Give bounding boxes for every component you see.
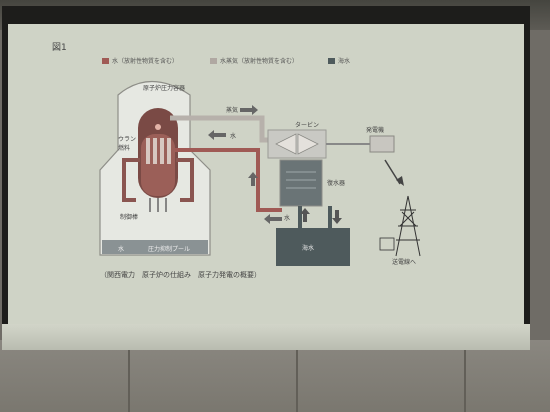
legend-label: 水蒸気（放射性物質を含む） bbox=[220, 58, 299, 65]
fuel-rod bbox=[167, 138, 171, 164]
figure-label: 図1 bbox=[52, 43, 67, 53]
water-top-label: 水 bbox=[230, 133, 237, 140]
steam-pipe bbox=[170, 115, 272, 143]
transmission-tower bbox=[395, 195, 421, 257]
fuel-rod bbox=[146, 138, 150, 164]
fuel-label: ウラン 燃料 bbox=[118, 136, 137, 152]
wall-seam bbox=[464, 340, 466, 412]
core-glow bbox=[155, 124, 161, 130]
recirculation-loop-right bbox=[176, 158, 194, 202]
control-rods-label: 制御棒 bbox=[120, 214, 139, 221]
fuel-rod bbox=[160, 138, 164, 164]
vessel-label: 原子炉圧力容器 bbox=[143, 85, 186, 92]
substation bbox=[379, 237, 395, 251]
fuel-rod bbox=[153, 138, 157, 164]
turbine-label: タービン bbox=[295, 122, 320, 129]
steam-arrow bbox=[240, 105, 258, 115]
generator-label: 発電機 bbox=[366, 127, 385, 134]
condenser-label: 復水器 bbox=[327, 180, 346, 187]
flow-arrow bbox=[300, 208, 310, 222]
legend-steam: 水蒸気（放射性物質を含む） bbox=[210, 56, 298, 65]
legend-label: 海水 bbox=[338, 58, 351, 65]
legend-swatch bbox=[210, 57, 217, 64]
wall bbox=[0, 340, 550, 412]
water-arrow bbox=[264, 214, 282, 224]
screen-bottom-edge bbox=[2, 324, 530, 350]
caption: （関西電力 原子炉の仕組み 原子力発電の概要） bbox=[100, 271, 261, 279]
power-arrow bbox=[396, 176, 404, 186]
grid-label: 送電線へ bbox=[392, 259, 417, 266]
recirculation-loop-left bbox=[122, 158, 140, 202]
flow-arrow bbox=[248, 172, 258, 186]
wall-seam bbox=[128, 340, 130, 412]
condenser bbox=[279, 159, 323, 207]
legend-seawater: 海水 bbox=[328, 56, 350, 65]
projection-screen bbox=[8, 24, 524, 324]
projection-screen-frame bbox=[2, 6, 530, 350]
wall-seam bbox=[296, 340, 298, 412]
feedwater-pipe bbox=[175, 148, 282, 212]
flow-arrow bbox=[332, 210, 342, 224]
sea-label: 海水 bbox=[302, 245, 315, 252]
pool-water-label: 水 bbox=[118, 246, 125, 253]
suppression-pool bbox=[102, 240, 208, 254]
pool-label: 圧力抑制プール bbox=[148, 246, 191, 253]
generator bbox=[369, 135, 395, 153]
legend-label: 水（放射性物質を含む） bbox=[112, 58, 179, 65]
legend-water: 水（放射性物質を含む） bbox=[102, 56, 178, 65]
water-bottom-label: 水 bbox=[284, 215, 291, 222]
legend-swatch bbox=[102, 57, 109, 64]
water-arrow bbox=[208, 130, 226, 140]
turbine-rotor bbox=[275, 133, 319, 155]
legend-swatch bbox=[328, 57, 335, 64]
steam-label: 蒸気 bbox=[226, 107, 239, 114]
sea-water-tank bbox=[276, 228, 350, 266]
